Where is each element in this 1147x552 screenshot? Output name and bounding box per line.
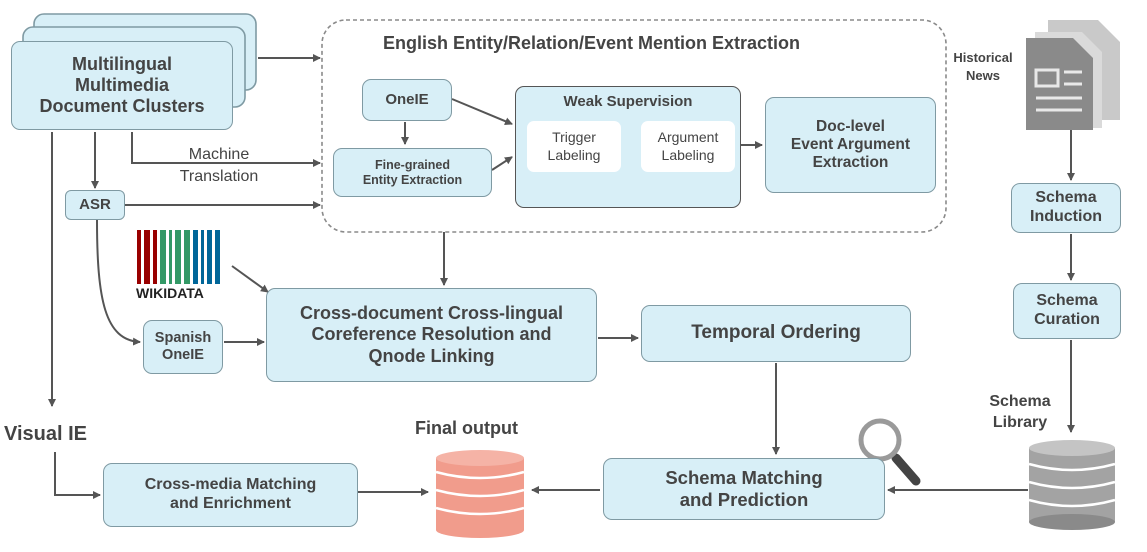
final-output-database-icon — [435, 450, 525, 538]
spanish-oneie-box: Spanish OneIE — [143, 320, 223, 374]
temporal-ordering-box: Temporal Ordering — [641, 305, 911, 362]
cross-media-box: Cross-media Matching and Enrichment — [103, 463, 358, 527]
historical-news-label: Historical News — [953, 50, 1013, 83]
visual-ie-label: Visual IE — [4, 423, 88, 445]
english-extraction-container — [321, 19, 947, 233]
arrow-machine-translation — [131, 132, 321, 167]
magnifier-icon — [858, 418, 921, 486]
arrow-asr-to-spanish-oneie — [96, 219, 141, 346]
schema-induction-box: Schema Induction — [1011, 183, 1121, 233]
wikidata-logo-text: WIKIDATA — [136, 285, 204, 301]
final-output-label: Final output — [415, 418, 518, 438]
machine-translation-label: Machine Translation — [179, 146, 259, 185]
arrow-visualie-to-crossmedia — [54, 452, 101, 499]
oneie-box: OneIE — [362, 79, 452, 121]
schema-library-database-icon — [1028, 440, 1116, 530]
doc-level-box: Doc-level Event Argument Extraction — [765, 97, 936, 193]
schema-matching-box: Schema Matching and Prediction — [603, 458, 885, 520]
document-icon — [1026, 20, 1120, 130]
arrow-oneie-to-weak — [451, 98, 513, 125]
arrow-wikidata-to-coref — [231, 265, 269, 293]
trigger-labeling: Trigger Labeling — [527, 121, 621, 172]
arrow-finegrained-to-weak — [491, 156, 513, 171]
weak-supervision-title: Weak Supervision — [563, 93, 693, 110]
wikidata-barcode-icon — [132, 230, 228, 302]
multilingual-clusters-box: Multilingual Multimedia Document Cluster… — [11, 41, 233, 130]
coref-box: Cross-document Cross-lingual Coreference… — [266, 288, 597, 382]
argument-labeling: Argument Labeling — [641, 121, 735, 172]
asr-box: ASR — [65, 190, 125, 220]
english-extraction-title: English Entity/Relation/Event Mention Ex… — [383, 33, 801, 53]
schema-library-label: Schema Library — [989, 393, 1051, 431]
schema-curation-box: Schema Curation — [1013, 283, 1121, 339]
fine-grained-box: Fine-grained Entity Extraction — [333, 148, 492, 197]
